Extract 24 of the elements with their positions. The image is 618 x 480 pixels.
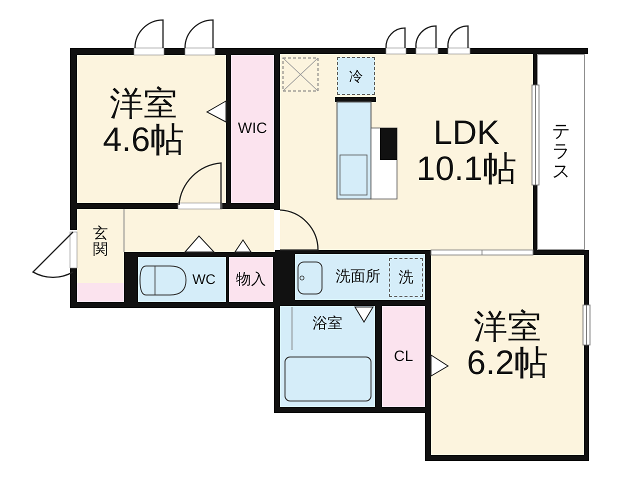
room-name: CL <box>394 348 414 364</box>
room-name: WC <box>192 272 216 287</box>
room-size: 6.2帖 <box>466 346 548 382</box>
room <box>431 255 584 455</box>
room-size: 10.1帖 <box>416 152 517 188</box>
room-name: 洋室 <box>110 87 178 123</box>
room-name: 玄関 <box>93 226 108 258</box>
room-name: LDK <box>433 116 500 152</box>
room-name: テラス <box>552 122 570 182</box>
room <box>231 55 274 203</box>
room-name: 物入 <box>236 272 266 288</box>
room-name: 洗面所 <box>336 269 380 285</box>
appliance-space <box>389 258 423 297</box>
room-name: 洗 <box>398 270 414 286</box>
room <box>77 209 124 283</box>
room-name: WIC <box>238 121 268 137</box>
room <box>77 55 226 203</box>
room <box>382 306 425 407</box>
room-name: 浴室 <box>312 316 342 332</box>
room-name: 冷 <box>349 68 363 84</box>
room <box>229 257 273 302</box>
room-size: 4.6帖 <box>102 123 184 159</box>
room-name: 洋室 <box>474 310 542 346</box>
appliance-space <box>337 57 375 95</box>
